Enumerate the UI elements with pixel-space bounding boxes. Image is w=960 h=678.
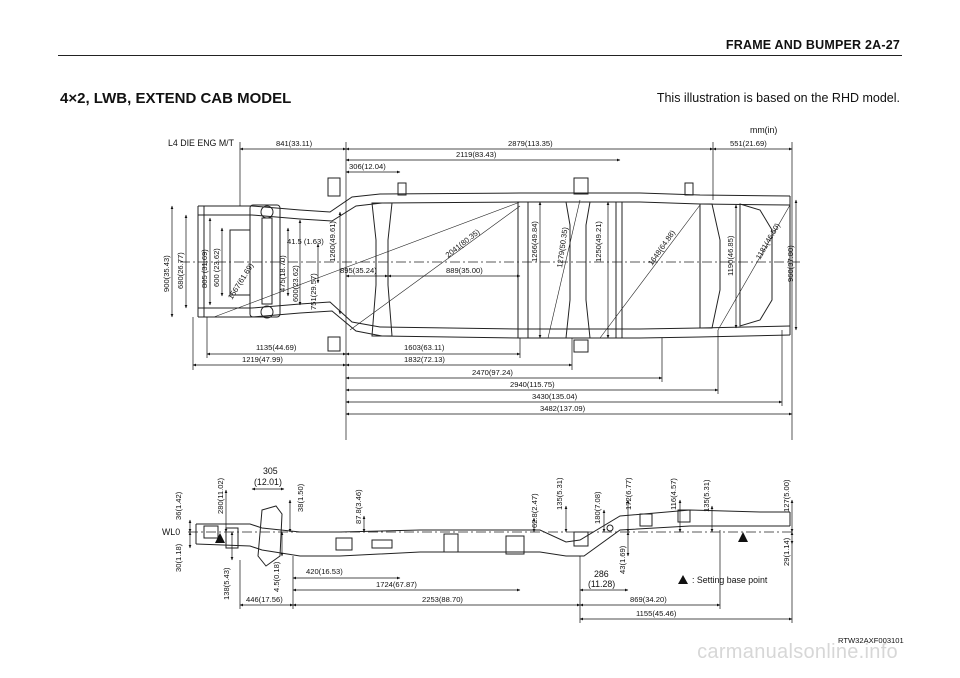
dim-3482: 3482(137.09)	[540, 404, 586, 413]
dim-446: 446(17.56)	[246, 595, 283, 604]
wl0-label: WL0	[162, 527, 180, 537]
dim-1266: 1266(49.84)	[530, 221, 539, 262]
dim-38: 38(1.50)	[296, 483, 305, 512]
dim-680: 680(26.77)	[176, 252, 185, 289]
dim-286a: 286	[594, 569, 609, 579]
dim-869: 869(34.20)	[630, 595, 667, 604]
dim-900: 900(35.43)	[162, 255, 171, 292]
dim-551: 551(21.69)	[730, 139, 767, 148]
setting-base-point-legend: : Setting base point	[692, 575, 768, 585]
dim-1190: 1190(46.85)	[726, 235, 735, 276]
figure-code: RTW32AXF003101	[838, 636, 904, 645]
dim-1135: 1135(44.69)	[256, 343, 297, 352]
dim-2041: 2041(80.35)	[444, 227, 482, 260]
dim-420: 420(16.53)	[306, 567, 343, 576]
dim-135a: 135(5.31)	[555, 477, 564, 510]
top-view-dimension-lines	[170, 142, 798, 440]
dim-2470: 2470(97.24)	[472, 368, 513, 377]
dim-1648: 1648(64.88)	[646, 228, 677, 267]
dim-2119: 2119(83.43)	[456, 150, 497, 159]
dim-127: 127(5.00)	[782, 479, 791, 512]
dim-475: 475(18.70)	[278, 255, 287, 292]
dim-45: 4.5(0.18)	[272, 561, 281, 592]
dim-960: 960(37.80)	[786, 245, 795, 282]
dim-306: 306(12.04)	[349, 162, 386, 171]
dim-1832: 1832(72.13)	[404, 355, 445, 364]
dim-172: 172(6.77)	[624, 477, 633, 510]
dim-286b: (11.28)	[588, 579, 615, 589]
dim-62: 62.8(2.47)	[530, 493, 539, 528]
dim-135b: 135(5.31)	[702, 479, 711, 512]
dim-889: 889(35.00)	[446, 266, 483, 275]
header-rule	[58, 55, 902, 56]
dim-2879: 2879(113.35)	[508, 139, 553, 148]
side-view-dimension-lines	[188, 487, 794, 623]
dim-895: 895(35.24)	[340, 266, 377, 275]
dim-116: 116(4.57)	[669, 478, 678, 510]
dim-180: 180(7.08)	[593, 491, 602, 524]
dim-751: 751(29.57)	[309, 273, 318, 310]
dim-1260: 1260(49.61)	[328, 221, 337, 262]
dim-36: 36(1.42)	[174, 491, 183, 520]
dim-30: 30(1.18)	[174, 543, 183, 572]
top-view-frame	[180, 177, 800, 353]
dim-305b: (12.01)	[254, 477, 282, 487]
dim-29: 29(1.14)	[782, 537, 791, 566]
setting-base-point-markers	[215, 532, 748, 584]
dim-87: 87.8(3.46)	[354, 489, 363, 524]
dim-43: 43(1.69)	[618, 545, 627, 574]
unit-label: mm(in)	[750, 125, 777, 135]
dim-2253: 2253(88.70)	[422, 595, 463, 604]
dim-600: 600 (23.62)	[212, 248, 221, 287]
watermark: carmanualsonline.info	[697, 641, 898, 663]
dim-600b: 600(23.62)	[291, 265, 300, 302]
page-header: FRAME AND BUMPER 2A-27	[725, 38, 900, 52]
dim-1219: 1219(47.99)	[242, 355, 283, 364]
dim-1724: 1724(67.87)	[376, 580, 417, 589]
dim-1181: 1181(46.50)	[754, 221, 782, 261]
engine-label: L4 DIE ENG M/T	[168, 138, 235, 148]
model-title: 4×2, LWB, EXTEND CAB MODEL	[60, 90, 292, 107]
dim-280: 280(11.02)	[216, 477, 225, 514]
dim-305a: 305	[263, 466, 278, 476]
dim-41: 41.5 (1.63)	[287, 237, 324, 246]
dim-1603: 1603(63.11)	[404, 343, 445, 352]
dim-138: 138(5.43)	[222, 567, 231, 600]
dim-1250: 1250(49.21)	[594, 221, 603, 262]
rhd-note: This illustration is based on the RHD mo…	[656, 91, 900, 105]
dim-805: 805 (31.69)	[200, 249, 209, 288]
dim-3430: 3430(135.04)	[532, 392, 578, 401]
dim-1155: 1155(45.46)	[636, 609, 677, 618]
side-view-frame	[188, 505, 792, 567]
dim-2940: 2940(115.75)	[510, 380, 555, 389]
dim-841: 841(33.11)	[276, 139, 313, 148]
